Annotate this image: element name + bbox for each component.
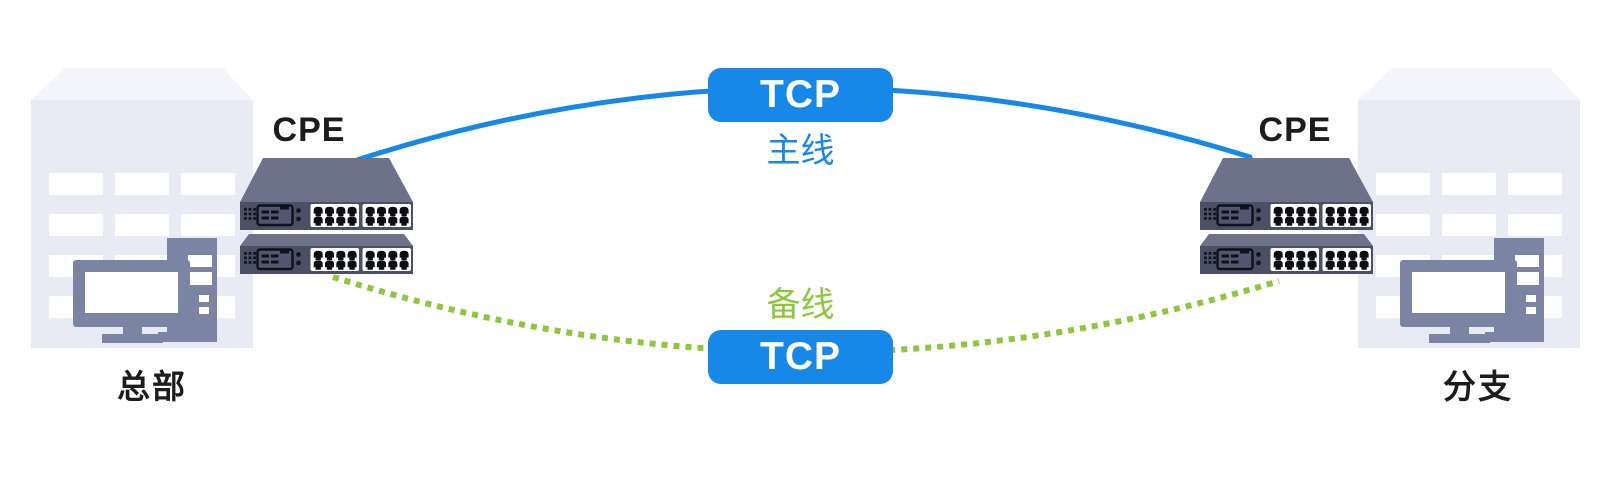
branch-building-icon bbox=[1358, 68, 1580, 348]
branch-label: 分支 bbox=[1443, 368, 1513, 405]
primary-link-tcp-badge: TCP bbox=[708, 68, 893, 122]
branch-cpe-label: CPE bbox=[1258, 110, 1332, 149]
hq-cpe-stack-icon bbox=[240, 158, 413, 274]
headquarters-building-icon bbox=[31, 68, 253, 348]
backup-link-tcp-badge: TCP bbox=[708, 330, 893, 384]
headquarters-label: 总部 bbox=[117, 368, 187, 405]
primary-link-label: 主线 bbox=[766, 131, 835, 170]
branch-cpe-stack-icon bbox=[1200, 158, 1373, 274]
hq-cpe-label: CPE bbox=[272, 110, 346, 149]
backup-link-label: 备线 bbox=[766, 285, 835, 324]
